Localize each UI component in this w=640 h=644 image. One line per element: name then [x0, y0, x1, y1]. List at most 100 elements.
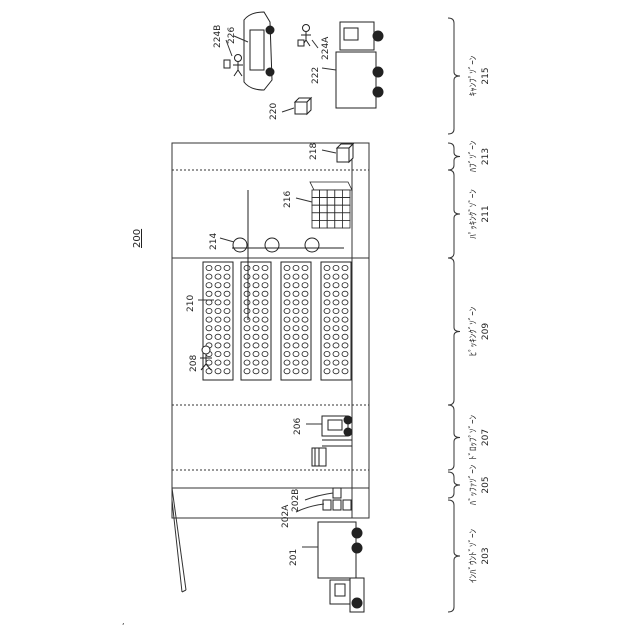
label-202B: 202B: [291, 489, 301, 512]
zone-brace: [448, 500, 460, 612]
packing-box: [312, 205, 320, 213]
label-226: 226: [227, 27, 237, 44]
rack-item: [262, 291, 268, 296]
zone-brace: [448, 405, 460, 470]
rack-item: [253, 274, 259, 279]
zone-ref: 213: [481, 148, 491, 165]
rack-item: [262, 343, 268, 348]
packing-box: [342, 205, 350, 213]
leader-202B: [305, 493, 333, 500]
rack-item: [324, 291, 330, 296]
rack-item: [302, 360, 308, 365]
rack-item: [215, 274, 221, 279]
rack-item: [224, 283, 230, 288]
packing-box: [312, 213, 320, 221]
rack-item: [215, 283, 221, 288]
rack-item: [224, 265, 230, 270]
rack-item: [302, 334, 308, 339]
zone-ref: 215: [481, 67, 491, 84]
rack-item: [293, 343, 299, 348]
zone-labels: ｲﾝﾊﾞｳﾝﾄﾞｿﾞｰﾝ203ﾊﾞｯﾌｧｿﾞｰﾝ205ﾄﾞﾛｯﾌﾟｿﾞｰﾝ207…: [468, 55, 491, 583]
packing-box: [320, 220, 328, 228]
rack-item: [253, 283, 259, 288]
rack-item: [293, 351, 299, 356]
packing-box: [335, 205, 343, 213]
rack-item: [244, 291, 250, 296]
rack-item: [262, 360, 268, 365]
rack-item: [293, 334, 299, 339]
rack-item: [215, 334, 221, 339]
rack-item: [215, 291, 221, 296]
rack-item: [324, 265, 330, 270]
label-208: 208: [189, 355, 199, 372]
rack-item: [302, 265, 308, 270]
rack-item: [293, 317, 299, 322]
rack-item: [333, 300, 339, 305]
rack-item: [224, 369, 230, 374]
rack-item: [244, 360, 250, 365]
rack-item: [293, 274, 299, 279]
rack-item: [224, 334, 230, 339]
rack-item: [284, 291, 290, 296]
rack-item: [206, 317, 212, 322]
rack-item: [262, 308, 268, 313]
leader-214: [220, 238, 234, 242]
hub-parcel-icon: [337, 144, 353, 162]
packing-box: [342, 198, 350, 206]
picker-person-icon: [200, 346, 212, 370]
rack-item: [224, 308, 230, 313]
rack-item: [262, 334, 268, 339]
rack-item: [302, 308, 308, 313]
rack-item: [293, 283, 299, 288]
rack-item: [215, 351, 221, 356]
label-224A: 224A: [321, 36, 331, 60]
rack-item: [342, 283, 348, 288]
rack-item: [324, 343, 330, 348]
rack-item: [293, 326, 299, 331]
leader-224A: [312, 40, 318, 48]
label-216: 216: [283, 191, 293, 208]
rack-item: [333, 308, 339, 313]
rack-item: [253, 343, 259, 348]
rack-item: [284, 265, 290, 270]
zone-name: ｷｬﾝﾌﾟｿﾞｰﾝ: [468, 55, 479, 96]
rack-item: [302, 326, 308, 331]
rack-item: [215, 369, 221, 374]
rack-item: [293, 265, 299, 270]
zone-name: ﾊﾟｯｷﾝｸﾞｿﾞｰﾝ: [468, 189, 479, 239]
rack-item: [302, 300, 308, 305]
rack-item: [244, 343, 250, 348]
rack-item: [342, 343, 348, 348]
packing-box: [320, 198, 328, 206]
rack-item: [224, 291, 230, 296]
zone-brace: [448, 170, 460, 258]
rack-item: [324, 317, 330, 322]
rack-item: [284, 308, 290, 313]
rack-item: [302, 291, 308, 296]
label-201: 201: [289, 549, 299, 566]
rack-item: [244, 334, 250, 339]
rack-item: [253, 326, 259, 331]
packing-box: [327, 190, 335, 198]
rack-item: [302, 283, 308, 288]
rack-item: [253, 369, 259, 374]
packing-box: [335, 220, 343, 228]
rack-item: [244, 351, 250, 356]
zone-brace: [448, 18, 460, 134]
rack-item: [324, 308, 330, 313]
rack-item: [324, 283, 330, 288]
rack-item: [302, 351, 308, 356]
packing-box: [312, 198, 320, 206]
rack-item: [284, 317, 290, 322]
zone-name: ﾄﾞﾛｯﾌﾟｿﾞｰﾝ: [468, 415, 479, 461]
rack-item: [333, 265, 339, 270]
label-202A: 202A: [281, 504, 291, 528]
stray-mark: ,: [122, 617, 125, 626]
label-220: 220: [269, 103, 279, 120]
rack-item: [333, 360, 339, 365]
rack-item: [224, 360, 230, 365]
rack-item: [253, 317, 259, 322]
packing-box: [327, 205, 335, 213]
packing-box: [320, 190, 328, 198]
